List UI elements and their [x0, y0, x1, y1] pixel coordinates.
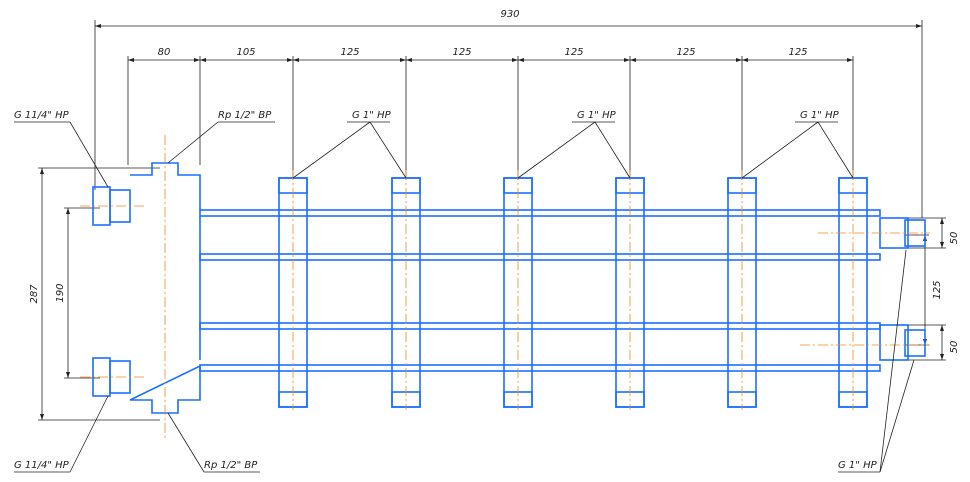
manifold-body [92, 162, 926, 414]
rail [199, 322, 881, 330]
leader-line [741, 121, 819, 179]
leader-line [167, 412, 205, 473]
leader-line [69, 395, 109, 473]
leader-line [167, 121, 219, 164]
label-inlet-top: G 11/4" HP [14, 110, 70, 121]
leader-line [594, 121, 631, 179]
outlet-port [904, 329, 926, 357]
label-inlet-bottom: G 11/4" HP [14, 460, 70, 471]
leader-line [817, 121, 854, 179]
rail [199, 253, 881, 261]
label-socket-top: Rp 1/2" BP [218, 110, 272, 121]
center-lines [80, 135, 930, 440]
dim-right-bottom: 50 [949, 341, 960, 354]
dim-spacing: 125 [676, 47, 695, 58]
dimension-lines [38, 20, 946, 421]
dim-port-spacing: 190 [55, 283, 66, 302]
label-socket-bottom: Rp 1/2" BP [204, 460, 258, 471]
label-outlet-pair: G 1" HP [800, 110, 840, 121]
leader-line [517, 121, 596, 179]
dim-spacing: 125 [452, 47, 471, 58]
leader-line [369, 121, 407, 179]
dim-spacing: 125 [564, 47, 583, 58]
dim-overall-width: 930 [500, 9, 519, 20]
dim-height: 287 [29, 284, 40, 304]
rail [199, 209, 881, 217]
dim-spacing: 125 [340, 47, 359, 58]
leader-lines [14, 121, 915, 473]
dim-spacing: 80 [158, 47, 171, 58]
dimension-arrow [940, 218, 944, 248]
dim-right-top: 50 [949, 232, 960, 245]
leader-line [879, 359, 915, 473]
dim-spacing: 125 [788, 47, 807, 58]
leader-line [292, 121, 371, 179]
label-outlet-pair: G 1" HP [352, 110, 392, 121]
label-right-outlets: G 1" HP [838, 460, 878, 471]
dim-spacing: 105 [236, 47, 255, 58]
leader-line [69, 121, 109, 188]
rail [199, 364, 881, 372]
leader-line [879, 249, 907, 473]
label-outlet-pair: G 1" HP [577, 110, 617, 121]
outlet-nipple [879, 324, 909, 361]
dim-right-spacing: 125 [932, 280, 943, 299]
